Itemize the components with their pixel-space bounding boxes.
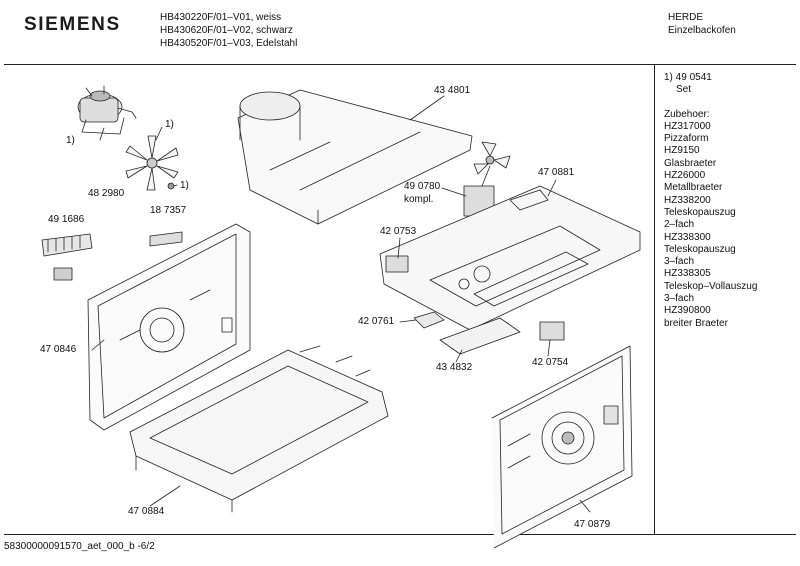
fan-blade bbox=[126, 136, 178, 190]
model-line: HB430220F/01–V01, weiss bbox=[160, 12, 282, 23]
model-list: HB430220F/01–V01, weiss HB430620F/01–V02… bbox=[160, 11, 297, 50]
accessory-item: HZ317000 bbox=[664, 120, 711, 132]
cutout-part bbox=[414, 312, 444, 328]
leader-lines bbox=[92, 96, 590, 512]
ref-label-fan-motor: 1) bbox=[66, 135, 75, 146]
part-label-bottom-frame: 47 0884 bbox=[128, 506, 165, 517]
accessories-title: Zubehoer: bbox=[664, 108, 710, 120]
accessory-item: 3–fach bbox=[664, 293, 695, 305]
accessory-item: HZ338200 bbox=[664, 194, 711, 206]
accessory-item: Teleskopauszug bbox=[664, 206, 736, 218]
thermostat-left bbox=[386, 256, 408, 272]
accessory-item: HZ390800 bbox=[664, 305, 711, 317]
part-label-thermostat-left: 42 0753 bbox=[380, 226, 417, 237]
top-duct bbox=[238, 90, 472, 224]
accessory-item: Metallbraeter bbox=[664, 182, 723, 194]
accessory-item: Teleskopauszug bbox=[664, 243, 736, 255]
part-label-heat-shield: 43 4832 bbox=[436, 362, 473, 373]
oven-cavity bbox=[380, 186, 640, 330]
accessory-item: HZ9150 bbox=[664, 145, 700, 157]
part-label-cooling-fan: 49 0780 bbox=[404, 181, 441, 192]
part-label-cooling-fan-note: kompl. bbox=[404, 194, 434, 205]
rear-cover bbox=[492, 346, 632, 548]
bottom-frame bbox=[130, 346, 388, 512]
part-label-switch-block: 49 1686 bbox=[48, 214, 85, 225]
accessory-item: Teleskop–Vollauszug bbox=[664, 280, 758, 292]
part-label-top-duct: 43 4801 bbox=[434, 85, 471, 96]
accessory-item: HZ338300 bbox=[664, 231, 711, 243]
accessory-item: breiter Braeter bbox=[664, 317, 728, 329]
accessory-item: Pizzaform bbox=[664, 133, 709, 145]
note-line: 1) 49 0541 bbox=[664, 72, 712, 83]
sidebar-divider bbox=[654, 64, 655, 534]
accessory-item: Glasbraeter bbox=[664, 157, 717, 169]
ref-label-fan-blade: 1) bbox=[165, 119, 174, 130]
nut bbox=[168, 183, 174, 189]
accessory-item: HZ338305 bbox=[664, 268, 711, 280]
part-label-rear-cover: 47 0879 bbox=[574, 519, 611, 530]
document-id: 58300000091570_aet_000_b -6/2 bbox=[4, 541, 155, 552]
part-label-oven-cavity: 47 0881 bbox=[538, 167, 575, 178]
note-line: Set bbox=[676, 84, 692, 96]
fan-motor bbox=[78, 86, 136, 134]
footer-divider bbox=[4, 534, 796, 535]
accessory-item: HZ26000 bbox=[664, 170, 706, 182]
brand-logo: SIEMENS bbox=[24, 14, 121, 35]
part-label-bracket: 18 7357 bbox=[150, 205, 187, 216]
part-label-cutout: 42 0761 bbox=[358, 316, 395, 327]
product-category: HERDE Einzelbackofen bbox=[668, 11, 736, 37]
accessory-item: 2–fach bbox=[664, 219, 695, 231]
category-line: HERDE bbox=[668, 12, 704, 23]
small-bracket bbox=[150, 232, 182, 246]
heat-shield bbox=[440, 318, 520, 354]
part-label-fan-set: 48 2980 bbox=[88, 188, 125, 199]
part-label-back-panel: 47 0846 bbox=[40, 344, 77, 355]
header-divider bbox=[4, 64, 796, 65]
model-line: HB430620F/01–V02, schwarz bbox=[160, 25, 293, 36]
ref-label-nut: 1) bbox=[180, 180, 189, 191]
model-line: HB430520F/01–V03, Edelstahl bbox=[160, 38, 298, 49]
accessory-item: 3–fach bbox=[664, 256, 695, 268]
cooling-fan bbox=[464, 142, 510, 216]
switch-block bbox=[42, 234, 92, 280]
part-label-thermostat-right: 42 0754 bbox=[532, 357, 569, 368]
thermostat-right bbox=[540, 322, 564, 340]
category-line: Einzelbackofen bbox=[668, 25, 736, 36]
back-panel bbox=[88, 224, 250, 430]
accessories-sidebar: 1) 49 0541 Set Zubehoer: HZ317000 Pizzaf… bbox=[664, 72, 757, 330]
